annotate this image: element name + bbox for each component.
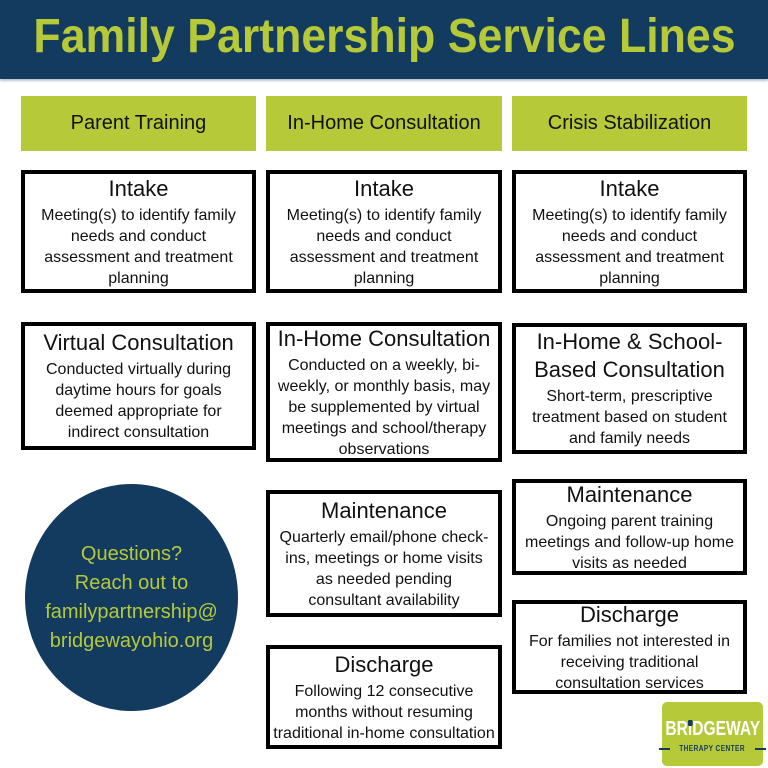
box-crisis-intake: Intake Meeting(s) to identify family nee…: [512, 170, 747, 293]
title-banner: Family Partnership Service Lines: [0, 0, 768, 79]
box-title: Maintenance: [566, 481, 693, 507]
column-header-label: In-Home Consultation: [287, 112, 481, 134]
box-body: Conducted on a weekly, bi- weekly, or mo…: [277, 356, 491, 458]
box-title: Virtual Consultation: [43, 330, 234, 355]
box-title: Intake: [599, 175, 660, 201]
bridgeway-wordmark-text: BRiDGEWAY: [665, 718, 760, 740]
box-title: Maintenance: [321, 497, 447, 523]
box-title: In-Home & School- Based Consultation: [534, 329, 725, 382]
box-in-home-intake: Intake Meeting(s) to identify family nee…: [266, 170, 502, 293]
column-header-parent-training: Parent Training: [21, 96, 256, 151]
box-body: Meeting(s) to identify family needs and …: [532, 206, 727, 287]
box-in-home-maintenance: Maintenance Quarterly email/phone check-…: [266, 490, 502, 617]
box-in-home-consultation: In-Home Consultation Conducted on a week…: [266, 322, 502, 462]
bridgeway-logo: BRiDGEWAY THERAPY CENTER: [659, 702, 766, 766]
column-header-crisis-stabilization: Crisis Stabilization: [512, 96, 747, 151]
contact-text: Questions? Reach out to familypartnershi…: [45, 542, 218, 652]
tagline-text: THERAPY CENTER: [679, 744, 746, 753]
box-crisis-discharge: Discharge For families not interested in…: [512, 600, 747, 694]
box-crisis-maintenance: Maintenance Ongoing parent training meet…: [512, 479, 747, 575]
tagline-right-rule: [754, 747, 766, 750]
box-parent-training-virtual-consultation: Virtual Consultation Conducted virtually…: [21, 322, 256, 450]
box-title: Discharge: [579, 601, 680, 627]
box-body: Ongoing parent training meetings and fol…: [524, 512, 734, 572]
box-body: Short-term, prescriptive treatment based…: [532, 388, 727, 447]
contact-circle: Questions? Reach out to familypartnershi…: [25, 484, 238, 711]
box-body: Conducted virtually during daytime hours…: [46, 361, 231, 441]
bridgeway-wordmark: BRiDGEWAY: [652, 719, 768, 741]
bridgeway-tagline: THERAPY CENTER: [657, 744, 767, 753]
box-title: Intake: [354, 175, 414, 201]
box-body: Meeting(s) to identify family needs and …: [286, 206, 482, 287]
box-body: Quarterly email/phone check- ins, meetin…: [279, 528, 489, 609]
tagline-left-rule: [659, 747, 671, 750]
column-header-in-home-consultation: In-Home Consultation: [266, 96, 502, 151]
box-title: Intake: [108, 175, 169, 201]
box-parent-training-intake: Intake Meeting(s) to identify family nee…: [21, 170, 256, 293]
box-title: In-Home Consultation: [277, 325, 491, 351]
page-title: Family Partnership Service Lines: [32, 10, 736, 63]
column-header-label: Crisis Stabilization: [547, 112, 712, 134]
box-body: For families not interested in receiving…: [529, 632, 730, 692]
box-body: Following 12 consecutive months without …: [273, 682, 495, 742]
box-body: Meeting(s) to identify family needs and …: [41, 206, 236, 287]
box-in-home-discharge: Discharge Following 12 consecutive month…: [266, 645, 502, 749]
column-header-label: Parent Training: [70, 112, 207, 134]
box-title: Discharge: [334, 651, 434, 677]
box-crisis-school-based-consultation: In-Home & School- Based Consultation Sho…: [512, 323, 747, 454]
